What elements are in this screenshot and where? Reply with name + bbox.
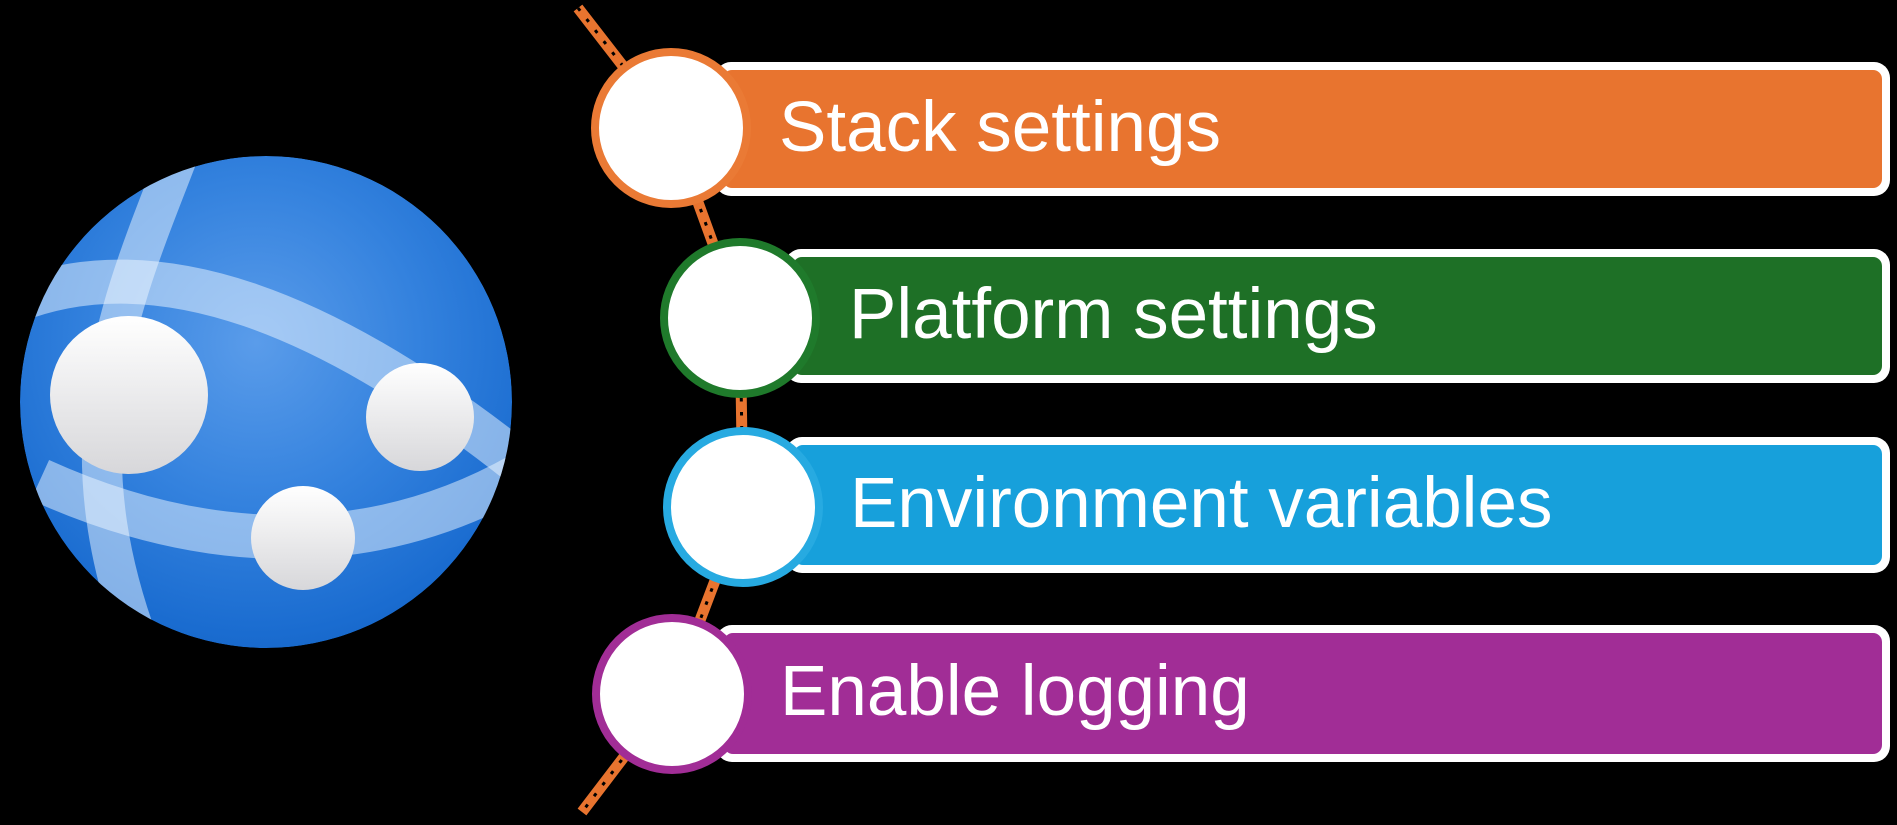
app-service-globe-icon: [20, 156, 512, 648]
step-label: Environment variables: [850, 463, 1553, 543]
globe-node-small: [251, 486, 355, 590]
step-circle-2: [660, 238, 820, 398]
step-label: Enable logging: [780, 652, 1250, 731]
step-banner-platform-settings: Platform settings: [785, 249, 1890, 383]
step-banner-environment-variables: Environment variables: [786, 437, 1890, 573]
globe-node-large: [50, 316, 208, 474]
step-circle-3: [663, 427, 823, 587]
step-banner-fill: Stack settings: [723, 70, 1882, 188]
step-banner-stack-settings: Stack settings: [715, 62, 1890, 196]
step-banner-enable-logging: Enable logging: [716, 625, 1890, 762]
step-banner-fill: Environment variables: [794, 445, 1882, 565]
globe-node-medium: [366, 363, 474, 471]
step-label: Stack settings: [779, 87, 1221, 167]
step-circle-1: [591, 48, 751, 208]
step-label: Platform settings: [849, 274, 1378, 354]
step-banner-fill: Platform settings: [793, 257, 1882, 375]
step-circle-4: [592, 614, 752, 774]
step-banner-fill: Enable logging: [724, 633, 1882, 754]
